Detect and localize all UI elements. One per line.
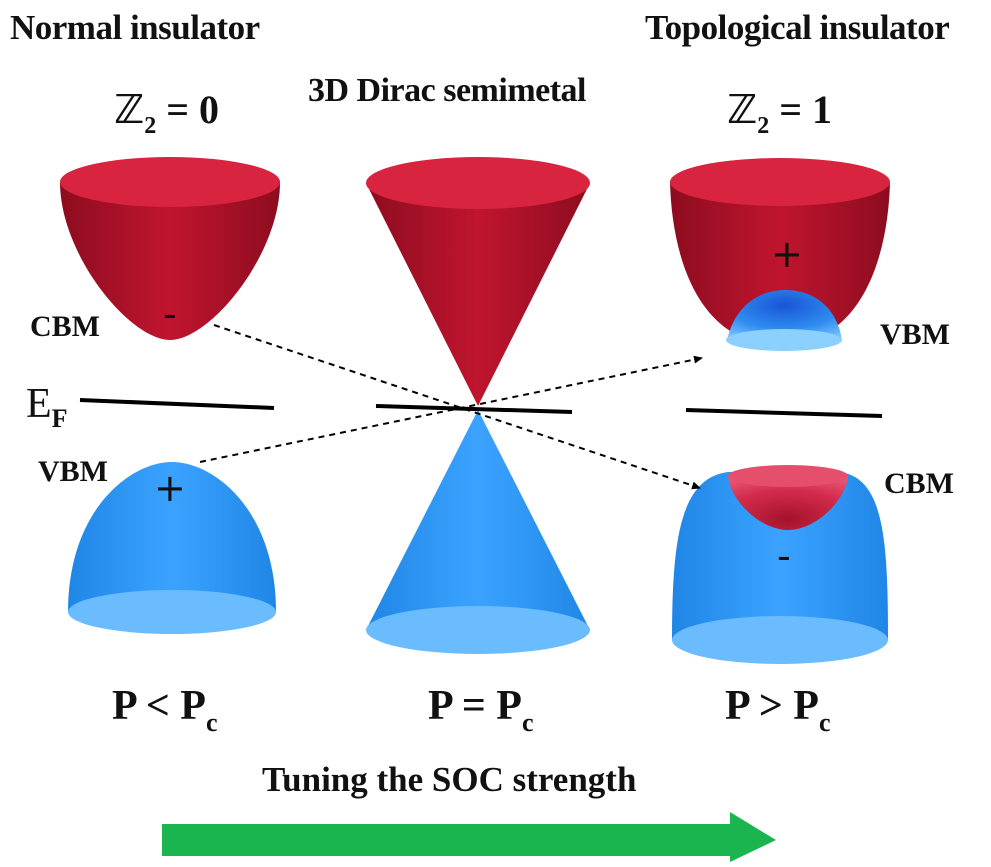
pressure-label-equal: P = Pc xyxy=(428,682,533,738)
z2-value-topological: = 1 xyxy=(779,87,832,132)
soc-caption: Tuning the SOC strength xyxy=(262,760,637,799)
z2-value-normal: = 0 xyxy=(166,87,219,132)
cbm-label-right: CBM xyxy=(884,467,954,500)
normal-insulator-valence-band xyxy=(68,462,276,634)
z2-invariant-normal: ℤ2 = 0 xyxy=(114,86,219,140)
fermi-level-line-right xyxy=(685,408,883,418)
p-symbol: P xyxy=(428,683,452,729)
topological-lower-band xyxy=(672,472,888,664)
p-symbol: P xyxy=(112,683,136,729)
normal-insulator-conduction-band xyxy=(60,157,280,340)
p-symbol: P xyxy=(725,683,749,729)
fermi-subscript: F xyxy=(51,404,68,433)
critical-subscript: c xyxy=(521,708,534,737)
parity-minus-right: - xyxy=(777,534,791,578)
topological-insulator-title: Topological insulator xyxy=(645,8,950,47)
pressure-label-greater: P > Pc xyxy=(725,682,830,738)
z2-subscript: 2 xyxy=(144,113,157,139)
vbm-to-vbm-arrow xyxy=(199,355,703,463)
critical-subscript: c xyxy=(818,708,831,737)
dirac-upper-cone xyxy=(366,157,590,406)
pressure-label-less: P < Pc xyxy=(112,682,217,738)
cbm-to-cbm-arrow xyxy=(213,324,701,490)
dirac-lower-cone xyxy=(366,410,590,654)
topological-inverted-valence-dome xyxy=(726,290,842,351)
vbm-label-right: VBM xyxy=(880,318,950,351)
z2-subscript: 2 xyxy=(757,113,770,139)
cbm-label-left: CBM xyxy=(30,310,100,343)
dirac-semimetal-title: 3D Dirac semimetal xyxy=(308,72,587,109)
less-than-sign: < xyxy=(145,683,170,729)
normal-insulator-title: Normal insulator xyxy=(10,8,260,47)
parity-plus-left: + xyxy=(154,466,186,510)
z2-invariant-topological: ℤ2 = 1 xyxy=(727,86,832,140)
topological-inverted-conduction-bowl xyxy=(728,465,848,530)
p-symbol: P xyxy=(496,683,522,729)
z2-symbol: ℤ xyxy=(727,87,758,133)
fermi-symbol: E xyxy=(26,381,52,427)
equal-sign: = xyxy=(461,683,486,729)
greater-than-sign: > xyxy=(758,683,783,729)
p-symbol: P xyxy=(180,683,206,729)
p-symbol: P xyxy=(793,683,819,729)
parity-plus-right: + xyxy=(771,232,803,276)
fermi-level-label: EF xyxy=(26,380,68,434)
fermi-level-line-middle xyxy=(375,404,573,414)
z2-symbol: ℤ xyxy=(114,87,145,133)
parity-minus-left: - xyxy=(163,292,177,336)
soc-tuning-arrow xyxy=(162,812,776,862)
fermi-level-line-left xyxy=(79,398,275,410)
vbm-label-left: VBM xyxy=(38,455,108,488)
topological-upper-band xyxy=(670,158,890,345)
critical-subscript: c xyxy=(205,708,218,737)
